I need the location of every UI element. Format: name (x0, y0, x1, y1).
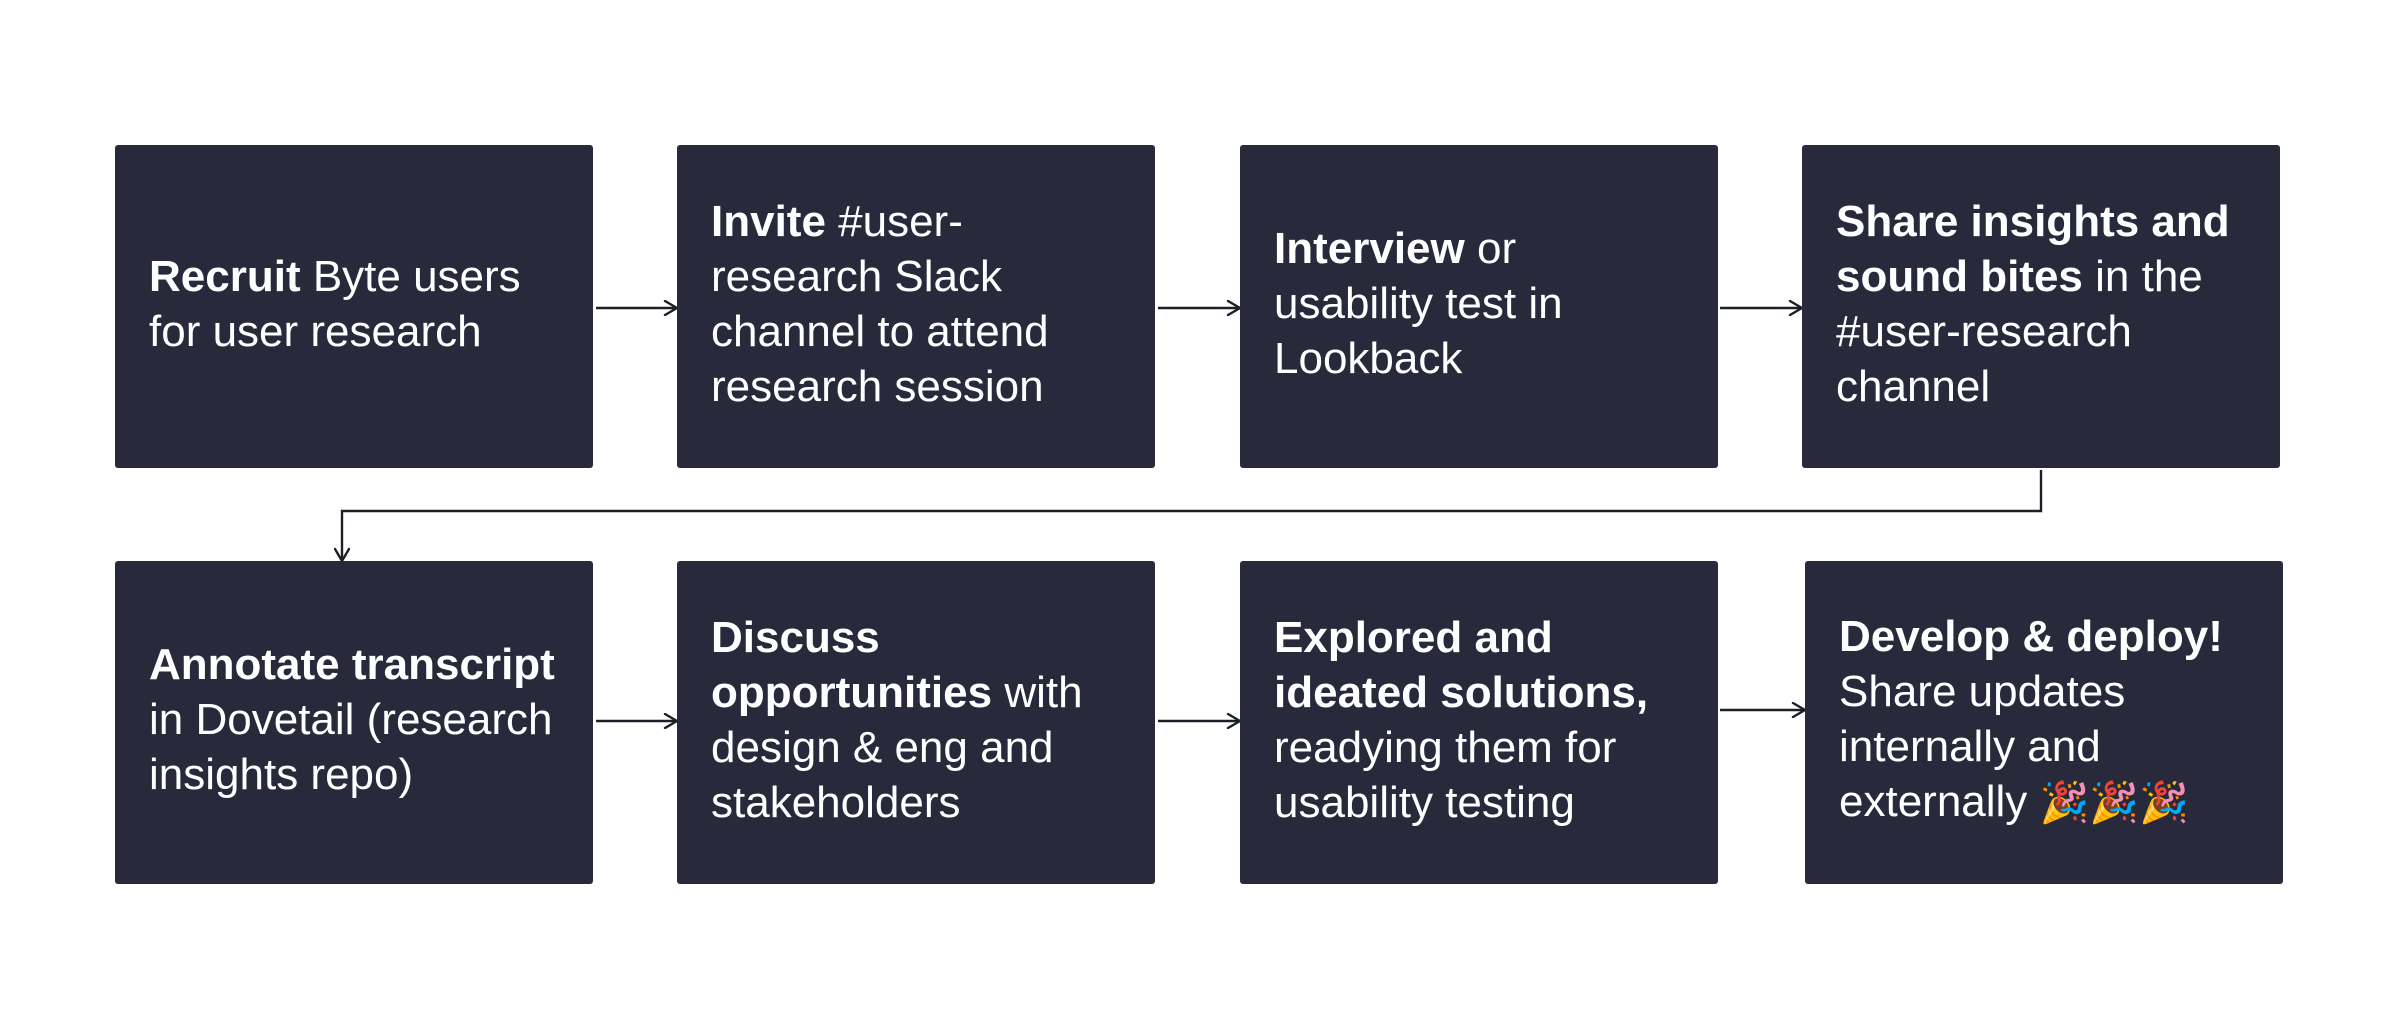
step-invite: Invite #user-research Slack channel to a… (677, 145, 1155, 468)
step-annotate: Annotate transcript in Dovetail (researc… (115, 561, 593, 884)
step-develop-deploy: Develop & deploy! Share updates internal… (1805, 561, 2283, 884)
step-text: #user-research Slack channel to attend r… (711, 196, 1049, 411)
step-recruit: Recruit Byte users for user research (115, 145, 593, 468)
step-explore: Explored and ideated solutions, readying… (1240, 561, 1718, 884)
step-text: readying them for usability testing (1274, 722, 1617, 827)
step-bold-text: Interview (1274, 224, 1465, 273)
step-bold-text: Share insights and sound bites (1836, 196, 2230, 301)
step-text: Share updates internally and externally (1839, 666, 2126, 826)
step-bold-text: Recruit (149, 251, 301, 301)
step-discuss: Discuss opportunities with design & eng … (677, 561, 1155, 884)
party-popper-icon: 🎉🎉🎉 (2039, 779, 2189, 826)
step-text: with design & eng and stakeholders (711, 667, 1083, 827)
step-text: Byte users for user research (149, 251, 521, 356)
step-bold-text: Develop & deploy! (1839, 611, 2223, 661)
step-share-insights: Share insights and sound bites in the #u… (1802, 145, 2280, 468)
step-bold-text: Discuss opportunities (711, 612, 993, 717)
step-text: or usability test in Lookback (1274, 224, 1563, 383)
step-interview: Interview or usability test in Lookback (1240, 145, 1718, 468)
step-bold-text: Invite (711, 196, 826, 246)
step-bold-text: Explored and ideated solutions, (1274, 612, 1649, 717)
arrow-4-to-5 (342, 470, 2043, 561)
step-text: in the #user-research channel (1836, 251, 2203, 411)
step-text: in Dovetail (research insights repo) (149, 695, 553, 799)
step-bold-text: Annotate transcript (149, 640, 555, 689)
